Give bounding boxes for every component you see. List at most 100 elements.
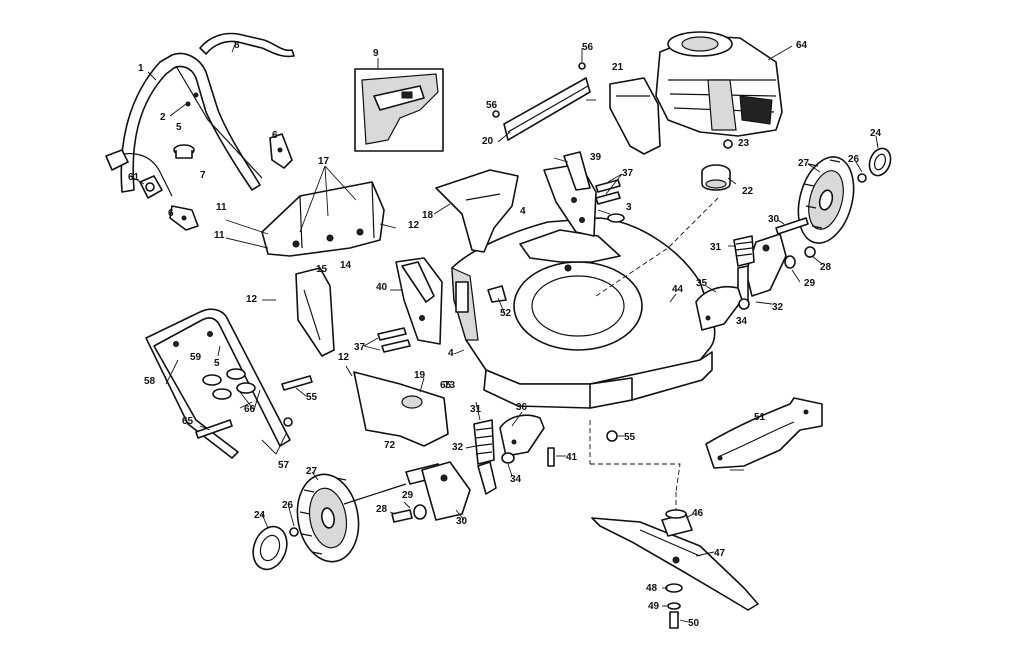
label-23: 23 <box>738 138 750 149</box>
wheel-nut-left <box>289 527 299 537</box>
label-72: 72 <box>384 440 396 451</box>
label-37-b: 37 <box>354 342 366 353</box>
label-64: 64 <box>796 40 808 51</box>
blade-adapter-46 <box>661 509 693 537</box>
blade-hardware <box>665 583 683 629</box>
label-52: 52 <box>500 308 512 319</box>
rear-wheel-right <box>797 156 855 244</box>
label-36: 36 <box>516 402 528 413</box>
wheel-bolt-28-left <box>391 509 413 523</box>
discharge-chute <box>435 169 519 253</box>
hinge-rod <box>503 77 591 141</box>
label-47: 47 <box>714 548 726 559</box>
engine-pulley <box>701 164 731 191</box>
label-5-a: 5 <box>176 122 182 133</box>
label-19: 19 <box>414 370 426 381</box>
label-12-b: 12 <box>246 294 258 305</box>
handle-knobs-lower <box>202 368 256 400</box>
wheel-bolt-28-right <box>804 246 816 258</box>
screws-56-upper <box>492 62 586 118</box>
label-12-a: 12 <box>408 220 420 231</box>
label-34-a: 34 <box>736 316 748 327</box>
label-34-b: 34 <box>510 474 522 485</box>
rear-skirt <box>705 397 823 469</box>
adjuster-30-left <box>421 461 471 521</box>
handle-grip-bar <box>199 32 295 58</box>
washer-29-right <box>784 255 796 269</box>
label-29-a: 29 <box>804 278 816 289</box>
label-49: 49 <box>648 601 660 612</box>
bolt-55 <box>606 430 618 442</box>
label-11-a: 11 <box>216 202 227 213</box>
label-37-a: 37 <box>622 168 634 179</box>
label-14: 14 <box>340 260 352 271</box>
label-30-a: 30 <box>768 214 780 225</box>
label-50: 50 <box>688 618 700 629</box>
label-48: 48 <box>646 583 658 594</box>
label-55-b: 55 <box>306 392 318 403</box>
pulley-belt-line <box>595 197 719 297</box>
spring-31-left <box>473 419 495 465</box>
label-7: 7 <box>200 170 206 181</box>
label-6-b: 6 <box>168 208 174 219</box>
label-66: 66 <box>244 404 256 415</box>
label-32-a: 32 <box>772 302 784 313</box>
label-26-b: 26 <box>282 500 294 511</box>
label-8: 8 <box>234 40 240 51</box>
label-4-b: 4 <box>448 348 454 359</box>
label-44: 44 <box>672 284 684 295</box>
label-6-a: 6 <box>272 130 278 141</box>
lever-32-left <box>477 461 497 495</box>
label-20: 20 <box>482 136 494 147</box>
label-39: 39 <box>590 152 602 163</box>
handle-bracket-lower-left <box>169 205 199 231</box>
label-41: 41 <box>566 452 578 463</box>
height-plate-right <box>695 286 743 331</box>
rear-wheel-left <box>296 473 360 563</box>
label-22: 22 <box>742 186 754 197</box>
label-46: 46 <box>692 508 704 519</box>
mower-deck <box>451 217 716 409</box>
wheel-nut-right <box>857 173 867 183</box>
label-31-b: 31 <box>470 404 482 415</box>
control-cable <box>105 149 173 199</box>
label-2: 2 <box>160 112 166 123</box>
axle-bolt-right <box>775 217 809 235</box>
label-27-a: 27 <box>798 158 810 169</box>
leader-lines <box>129 41 879 623</box>
handle-bolts-lower <box>195 375 313 439</box>
bolt-41 <box>547 447 555 467</box>
rear-guard-21 <box>609 77 661 155</box>
label-11-b: 11 <box>214 230 225 241</box>
cutting-blade <box>591 517 759 611</box>
handle-bracket-upper <box>269 133 293 169</box>
label-31-a: 31 <box>710 242 722 253</box>
label-65-a: 65 <box>182 416 194 427</box>
height-adjust-bracket <box>543 151 597 237</box>
washer-34-left <box>501 452 515 464</box>
label-12-c: 12 <box>338 352 350 363</box>
label-55-a: 55 <box>624 432 636 443</box>
label-21: 21 <box>612 62 624 73</box>
hubcap-right <box>868 147 892 177</box>
handle-knob-upper <box>173 144 195 159</box>
label-56-a: 56 <box>486 100 498 111</box>
label-18: 18 <box>422 210 434 221</box>
label-4-a: 4 <box>520 206 526 217</box>
label-61: 61 <box>128 172 140 183</box>
rear-flap <box>295 267 335 357</box>
label-51: 51 <box>754 412 766 423</box>
label-27-b: 27 <box>306 466 318 477</box>
label-1: 1 <box>138 63 144 74</box>
label-28-b: 28 <box>376 504 388 515</box>
washer-29-left <box>413 504 427 520</box>
label-29-b: 29 <box>402 490 414 501</box>
label-15: 15 <box>316 264 328 275</box>
label-26-a: 26 <box>848 154 860 165</box>
label-59: 59 <box>190 352 202 363</box>
label-32-b: 32 <box>452 442 464 453</box>
label-40: 40 <box>376 282 388 293</box>
decal-panel <box>354 68 444 152</box>
blade-centerline <box>589 420 681 510</box>
